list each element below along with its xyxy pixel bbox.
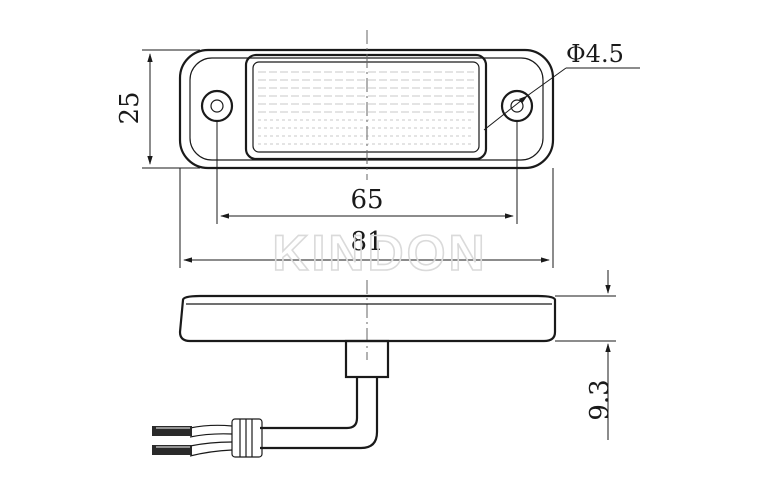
- lens-texture: [258, 71, 474, 145]
- overall-length-label: 81: [350, 227, 383, 257]
- hole-spacing-label: 65: [350, 185, 383, 215]
- wire-leads: [152, 424, 233, 457]
- overall-length-dimension: 81: [179, 168, 554, 268]
- height-dimension: 25: [115, 49, 200, 169]
- cable-sleeve: [231, 418, 263, 458]
- lens-outline: [244, 53, 488, 161]
- side-housing-outline: [178, 294, 557, 343]
- depth-label: 9.3: [585, 379, 615, 420]
- cable-bend: [260, 377, 359, 430]
- depth-dimension: 9.3: [555, 270, 616, 440]
- hole-spacing-dimension: 65: [216, 121, 518, 224]
- lens-inner: [252, 61, 480, 153]
- hole-diameter-callout: Φ4.5: [483, 40, 640, 131]
- top-view: [178, 30, 555, 180]
- left-screw-hole: [200, 89, 234, 123]
- hole-diameter-label: Φ4.5: [566, 40, 624, 68]
- side-view: [152, 280, 557, 458]
- watermark: KINDON: [272, 225, 487, 281]
- height-label: 25: [115, 91, 145, 124]
- cable-stem: [344, 339, 390, 379]
